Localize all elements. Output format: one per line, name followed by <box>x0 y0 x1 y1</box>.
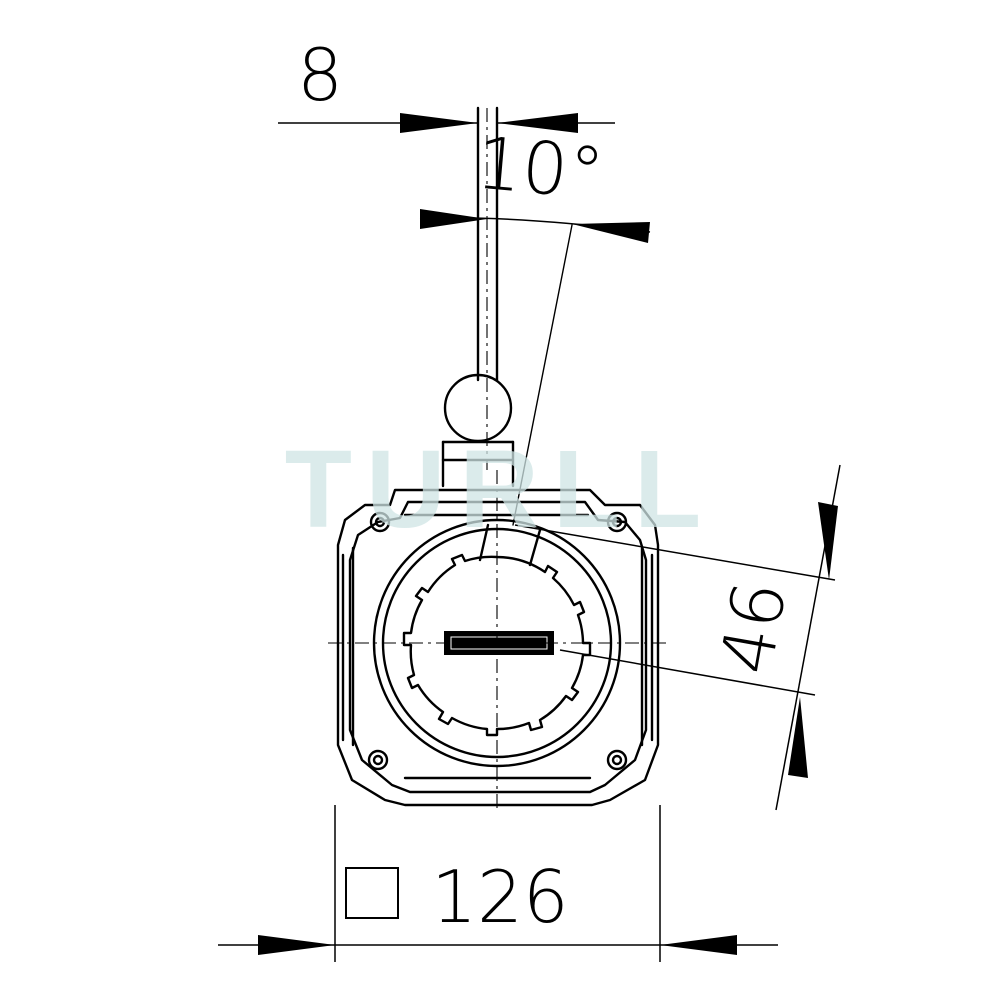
watermark: TURLL <box>285 428 715 551</box>
roller <box>441 373 515 488</box>
dimension-angle-label: 10° <box>473 121 607 216</box>
dimension-offset-label: 8 <box>297 33 343 117</box>
rotary-head <box>328 470 668 808</box>
dimension-width-label: 126 <box>431 855 568 939</box>
dimension-travel-label: 46 <box>704 575 803 680</box>
lever-arm <box>476 106 573 526</box>
dimension-travel <box>514 464 841 811</box>
switch-body <box>336 488 660 807</box>
mounting-holes <box>367 511 628 771</box>
dimension-width <box>218 805 778 962</box>
dimension-angle <box>419 209 651 243</box>
square-symbol <box>345 867 399 919</box>
dimension-offset <box>278 113 615 133</box>
